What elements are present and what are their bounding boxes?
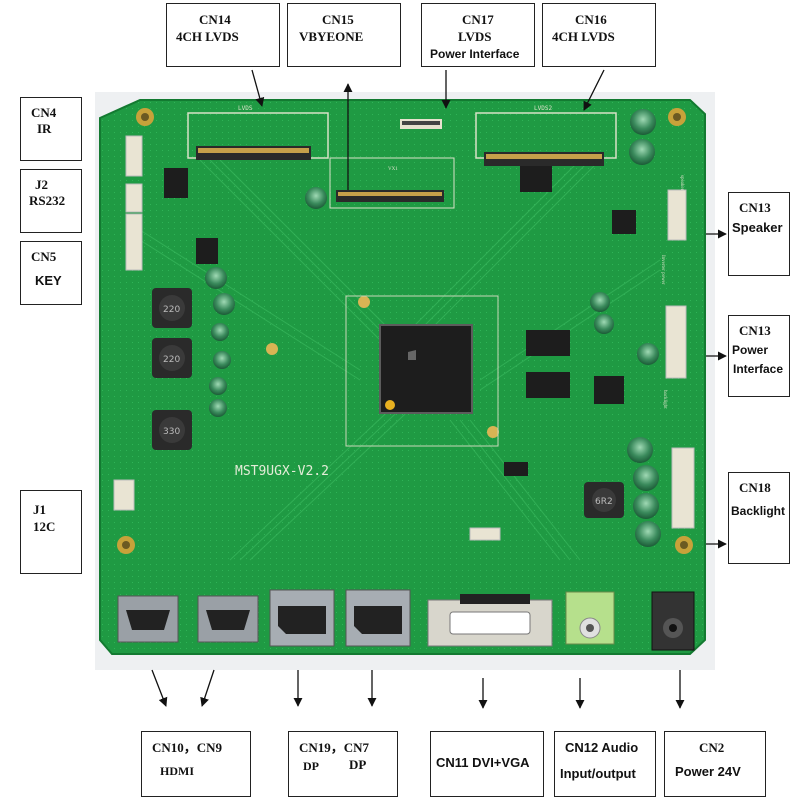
label-cn16: CN16 4CH LVDS xyxy=(542,3,656,67)
dram-chip-1 xyxy=(526,330,570,356)
hdmi-cn9 xyxy=(197,595,259,643)
label-cn2-title: CN2 xyxy=(699,740,725,755)
label-cn18-title: CN18 xyxy=(739,480,771,495)
label-cn10-cn9-desc: HDMI xyxy=(160,764,194,778)
label-cn4-title: CN4 xyxy=(31,105,57,120)
label-cn19-cn7-title: CN19，CN7 xyxy=(299,740,370,755)
inductor-label-3: 330 xyxy=(163,427,180,437)
right-connectors xyxy=(665,189,695,529)
label-j2-desc: RS232 xyxy=(29,193,66,208)
silk-lvds2: LVDS2 xyxy=(534,105,552,112)
label-cn5-desc: KEY xyxy=(35,273,62,288)
label-cn17: CN17 LVDS Power Interface xyxy=(421,3,535,67)
dip-switch xyxy=(196,238,218,264)
label-cn18-desc: Backlight xyxy=(731,504,786,518)
label-cn2-desc: Power 24V xyxy=(675,764,741,779)
inductors: 220 220 330 6R2 xyxy=(152,288,624,518)
silk-power: Inverter power xyxy=(660,255,665,285)
label-cn17-title: CN17 xyxy=(462,12,494,27)
label-cn13-power: CN13 Power Interface xyxy=(728,315,790,397)
label-cn14-desc: 4CH LVDS xyxy=(176,29,239,44)
label-cn14-title: CN14 xyxy=(199,12,231,27)
label-cn12-desc: Input/output xyxy=(560,766,636,781)
hdmi-cn10 xyxy=(117,595,179,643)
label-cn10-cn9-title: CN10，CN9 xyxy=(152,740,223,755)
power-cn2 xyxy=(651,591,695,651)
label-cn12-title: CN12 Audio xyxy=(565,740,639,755)
silk-backlight: backlight xyxy=(662,390,667,409)
inductor-label-1: 220 xyxy=(163,305,180,315)
label-cn11: CN11 DVI+VGA xyxy=(430,731,544,797)
silk-vx1: VX1 xyxy=(388,167,398,172)
label-cn4: CN4 IR xyxy=(20,97,82,161)
label-cn15-title: CN15 xyxy=(322,12,354,27)
label-cn4-desc: IR xyxy=(37,121,52,136)
label-cn12: CN12 Audio Input/output xyxy=(554,731,656,797)
label-cn17-sub: Power Interface xyxy=(430,47,520,61)
label-cn13-speaker: CN13 Speaker xyxy=(728,192,790,276)
label-cn7-desc: DP xyxy=(349,757,367,772)
capacitors xyxy=(205,109,661,547)
label-cn5: CN5 KEY xyxy=(20,241,82,305)
label-cn11-title: CN11 DVI+VGA xyxy=(436,755,530,770)
label-cn13-power-desc: Power xyxy=(732,343,769,357)
dvi-vga-cn11 xyxy=(427,594,553,647)
label-cn13-speaker-title: CN13 xyxy=(739,200,771,215)
pcb-traces xyxy=(139,159,661,561)
label-cn16-title: CN16 xyxy=(575,12,607,27)
dp-cn7 xyxy=(345,589,411,647)
label-cn13-speaker-desc: Speaker xyxy=(732,220,783,235)
label-cn5-title: CN5 xyxy=(31,249,57,264)
label-j1-title: J1 xyxy=(33,502,46,517)
inductor-label-2: 220 xyxy=(163,355,180,365)
label-cn17-desc: LVDS xyxy=(458,29,492,44)
label-cn19-cn7: CN19，CN7 DP DP xyxy=(288,731,398,797)
label-cn13-power-sub: Interface xyxy=(733,362,784,376)
dram-chip-2 xyxy=(526,372,570,398)
main-soc-chip xyxy=(379,324,473,414)
label-cn15-desc: VBYEONE xyxy=(299,29,364,44)
label-cn10-cn9: CN10，CN9 HDMI xyxy=(141,731,251,797)
small-connector xyxy=(469,527,501,541)
label-j1: J1 12C xyxy=(20,490,82,574)
label-cn14: CN14 4CH LVDS xyxy=(166,3,280,67)
label-cn15: CN15 VBYEONE xyxy=(287,3,401,67)
silk-speaker: speaker xyxy=(679,175,684,191)
silk-lvds: LVDS xyxy=(238,105,253,112)
dp-cn19 xyxy=(269,589,335,647)
label-cn16-desc: 4CH LVDS xyxy=(552,29,615,44)
label-cn19-desc: DP xyxy=(303,759,319,773)
mounting-holes xyxy=(117,108,693,554)
left-connectors xyxy=(113,135,143,511)
label-cn13-power-title: CN13 xyxy=(739,323,771,338)
board-model-text: MST9UGX-V2.2 xyxy=(235,464,329,479)
audio-cn12 xyxy=(565,591,615,645)
label-cn18: CN18 Backlight xyxy=(728,472,790,564)
inductor-label-4: 6R2 xyxy=(595,497,613,507)
label-j1-desc: 12C xyxy=(33,519,56,534)
uart-chip xyxy=(164,168,188,198)
label-cn2: CN2 Power 24V xyxy=(664,731,766,797)
label-j2: J2 RS232 xyxy=(20,169,82,233)
label-j2-title: J2 xyxy=(35,177,48,192)
